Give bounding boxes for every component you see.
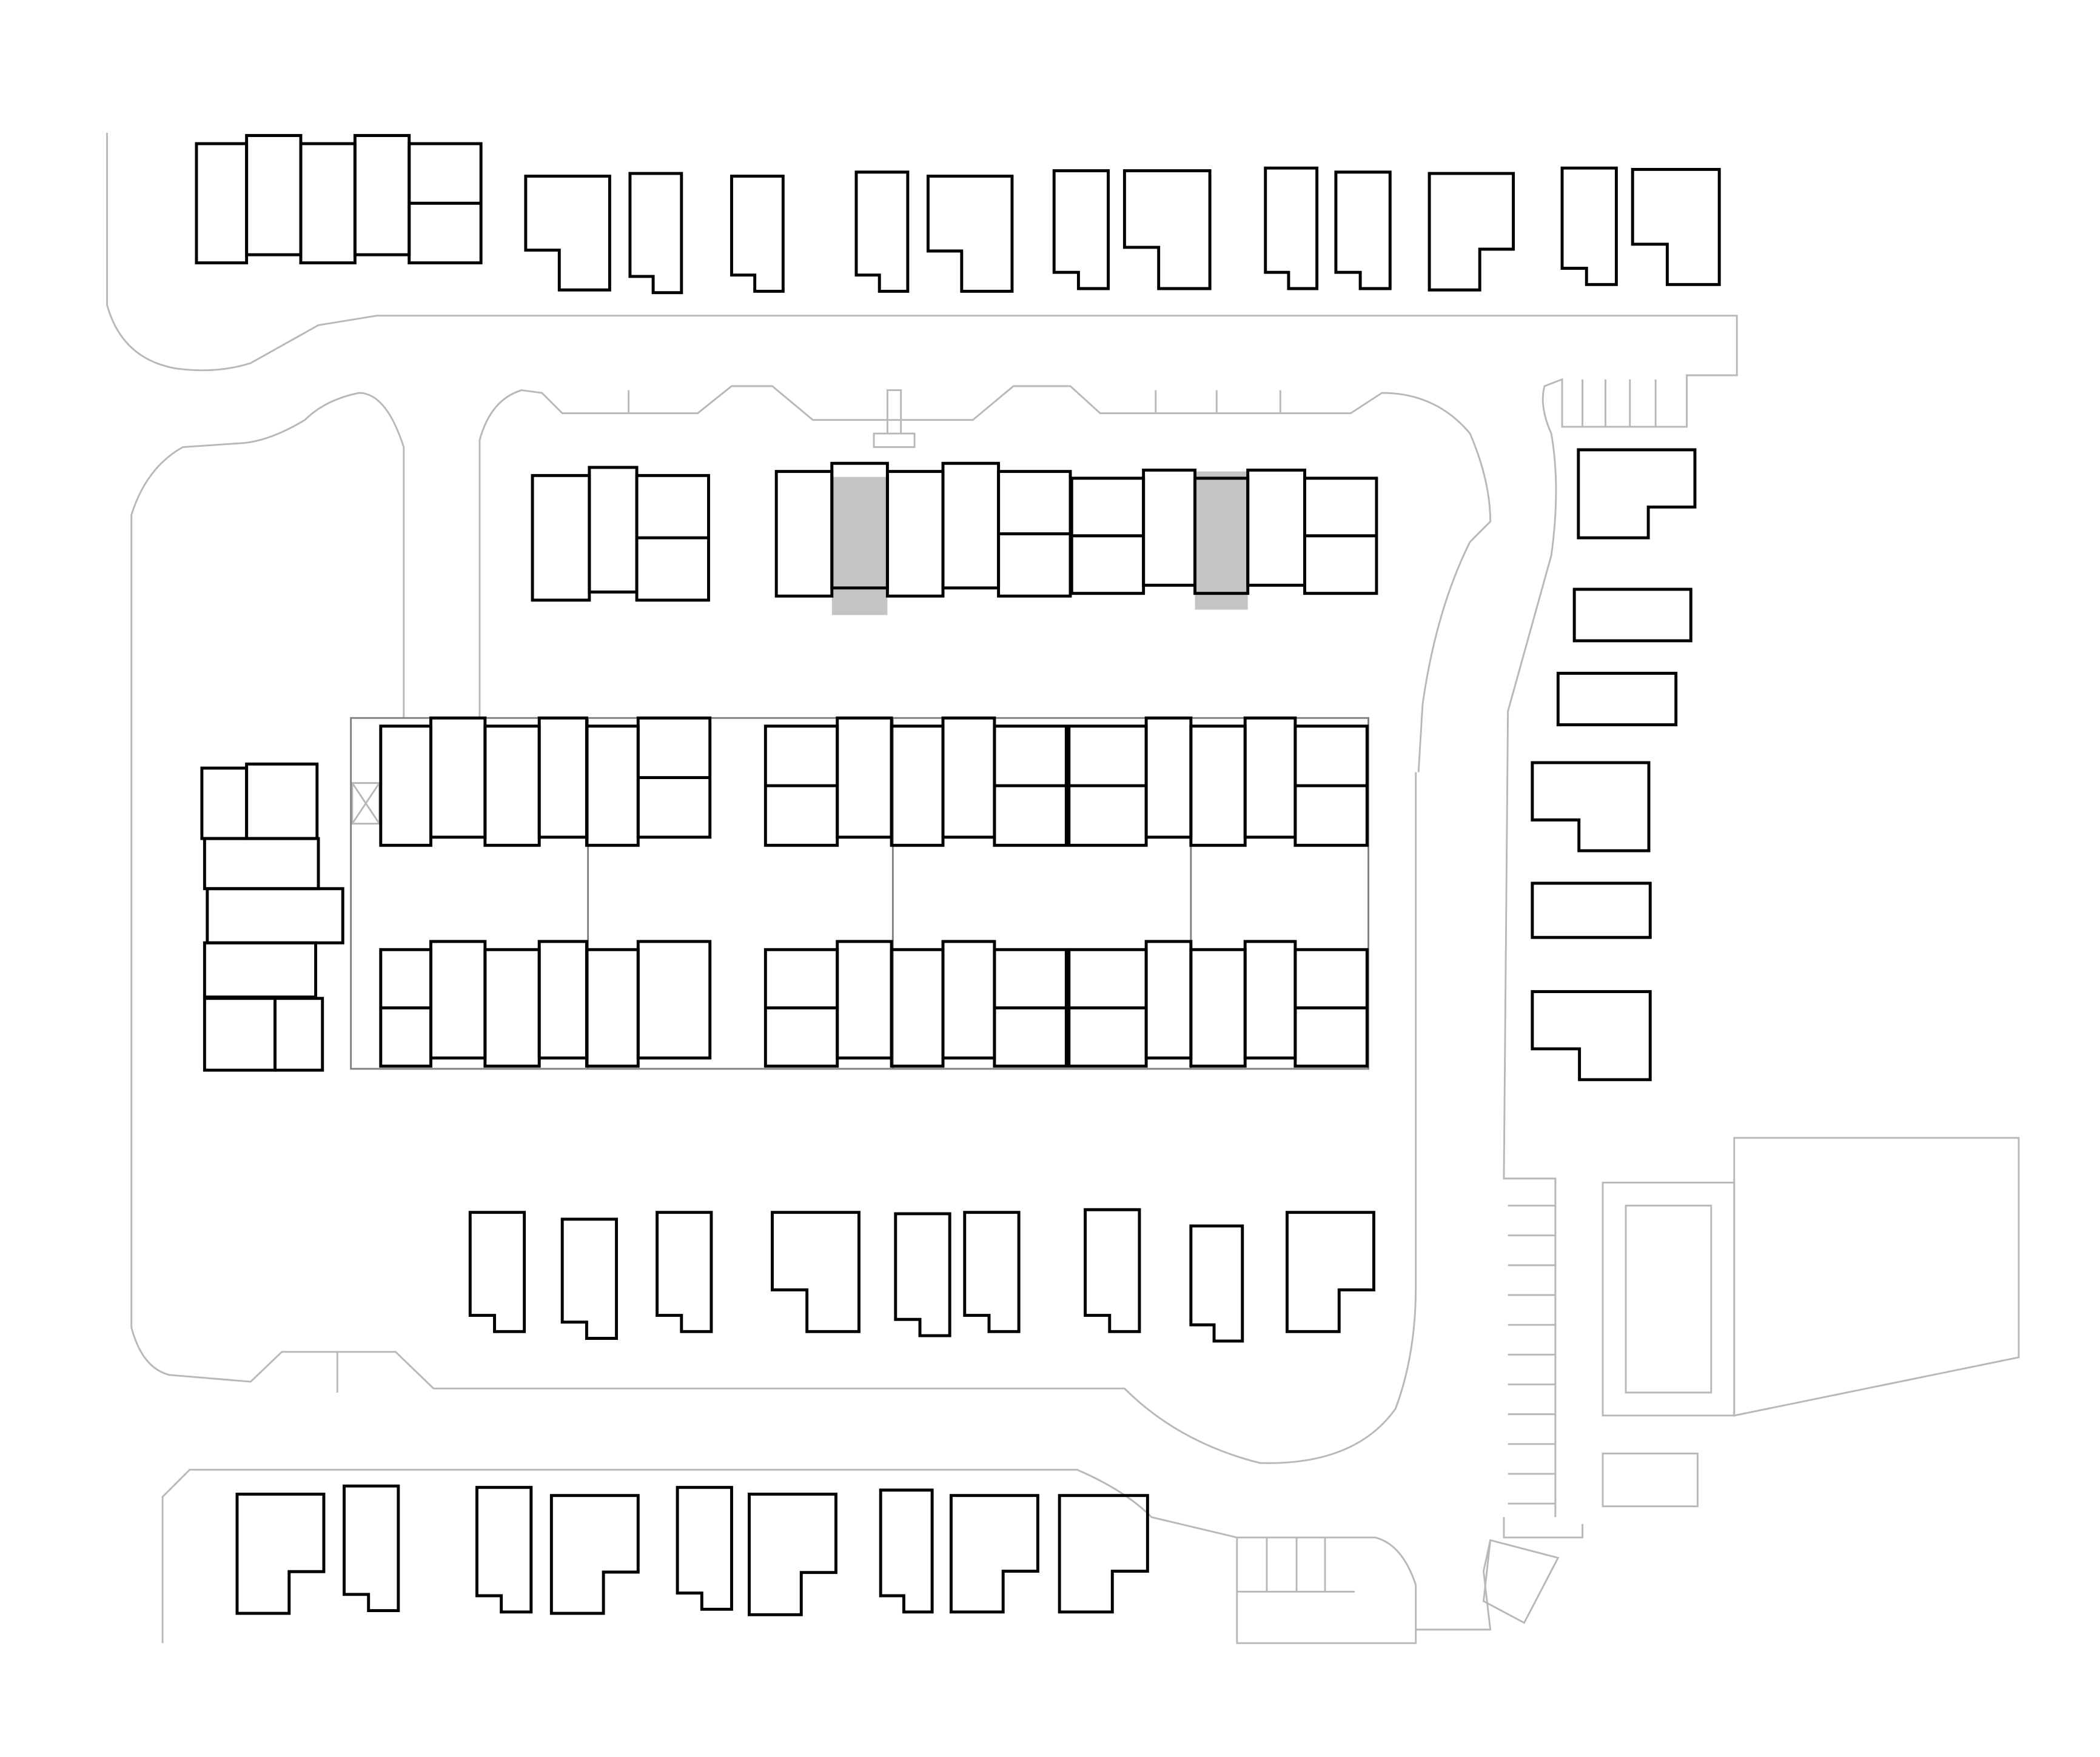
house xyxy=(549,1494,640,1615)
road-outline xyxy=(873,389,916,448)
house xyxy=(628,172,683,295)
townhouse xyxy=(203,997,277,1072)
townhouse xyxy=(429,716,487,839)
road-outline xyxy=(1602,1452,1699,1508)
townhouse xyxy=(483,948,541,1068)
house xyxy=(524,175,611,292)
house xyxy=(730,175,785,293)
road-outline xyxy=(1415,1540,1492,1631)
townhouse xyxy=(941,940,996,1060)
house xyxy=(771,1211,860,1333)
townhouse xyxy=(531,474,591,602)
townhouse xyxy=(941,716,996,839)
house xyxy=(1084,1208,1141,1333)
townhouse xyxy=(537,716,588,839)
highlighted-unit[interactable] xyxy=(831,477,888,615)
townhouse xyxy=(1246,468,1306,587)
townhouse xyxy=(885,470,945,598)
house xyxy=(475,1485,533,1614)
house xyxy=(1264,166,1319,290)
house xyxy=(1556,672,1678,726)
highlighted-units[interactable] xyxy=(831,471,1248,615)
house xyxy=(949,1494,1039,1614)
road-outline xyxy=(1733,1137,2020,1417)
townhouse xyxy=(206,887,344,945)
townhouse xyxy=(585,948,640,1068)
house xyxy=(560,1217,619,1340)
townhouse xyxy=(1243,716,1297,839)
house xyxy=(1577,448,1697,540)
townhouse xyxy=(774,470,834,598)
house xyxy=(1631,167,1721,286)
townhouse xyxy=(585,725,640,847)
townhouse xyxy=(1144,716,1193,839)
townhouse xyxy=(588,466,639,594)
house xyxy=(854,170,910,293)
house xyxy=(1058,1494,1149,1614)
road-outline xyxy=(1482,1539,1560,1624)
house xyxy=(1531,882,1652,939)
house xyxy=(1052,169,1110,290)
road-outline xyxy=(478,385,1492,772)
townhouse xyxy=(1189,725,1247,847)
house xyxy=(1286,1211,1375,1333)
townhouse xyxy=(203,837,320,891)
house xyxy=(926,175,1014,293)
townhouse xyxy=(245,134,303,256)
house xyxy=(1531,990,1652,1082)
townhouse xyxy=(483,725,541,847)
central-block-outline xyxy=(350,717,1369,1070)
townhouse xyxy=(537,940,588,1060)
house xyxy=(1572,587,1692,643)
townhouse xyxy=(941,461,1001,590)
house xyxy=(1560,166,1618,286)
house xyxy=(879,1488,934,1614)
roads-layer xyxy=(106,133,2020,1644)
townhouse xyxy=(1189,948,1247,1068)
townhouse xyxy=(203,941,318,999)
buildings-layer xyxy=(195,134,1721,1616)
house xyxy=(1122,169,1212,290)
townhouse xyxy=(379,725,432,847)
townhouse xyxy=(836,940,893,1060)
townhouse xyxy=(273,997,324,1072)
highlighted-unit[interactable] xyxy=(1195,471,1248,610)
road-outline xyxy=(1602,1182,1736,1417)
house xyxy=(468,1211,526,1333)
townhouse xyxy=(1142,468,1197,587)
house xyxy=(343,1484,400,1613)
block-boundary xyxy=(350,717,1369,1070)
road-outline xyxy=(161,1468,1417,1644)
house xyxy=(748,1492,837,1616)
road-outline xyxy=(106,133,1738,1518)
townhouse xyxy=(890,725,945,847)
townhouse xyxy=(1144,940,1193,1060)
road-outline xyxy=(1503,1517,1583,1539)
townhouse xyxy=(836,716,893,839)
house xyxy=(656,1211,713,1333)
townhouse xyxy=(429,940,487,1060)
house xyxy=(1334,170,1392,290)
townhouse xyxy=(200,766,249,840)
house xyxy=(676,1485,733,1611)
townhouse xyxy=(636,940,712,1060)
townhouse xyxy=(245,762,319,840)
house xyxy=(963,1211,1021,1333)
house xyxy=(235,1492,326,1615)
road-outline xyxy=(130,392,1417,1464)
road-outline xyxy=(1625,1205,1713,1394)
road-outline xyxy=(351,782,381,825)
townhouse xyxy=(299,142,357,265)
townhouse xyxy=(353,134,411,256)
house xyxy=(1189,1224,1244,1343)
townhouse xyxy=(1243,940,1297,1060)
townhouse xyxy=(890,948,945,1068)
townhouse xyxy=(195,142,249,265)
house xyxy=(1427,172,1515,292)
house xyxy=(894,1212,951,1337)
house xyxy=(1531,761,1651,852)
